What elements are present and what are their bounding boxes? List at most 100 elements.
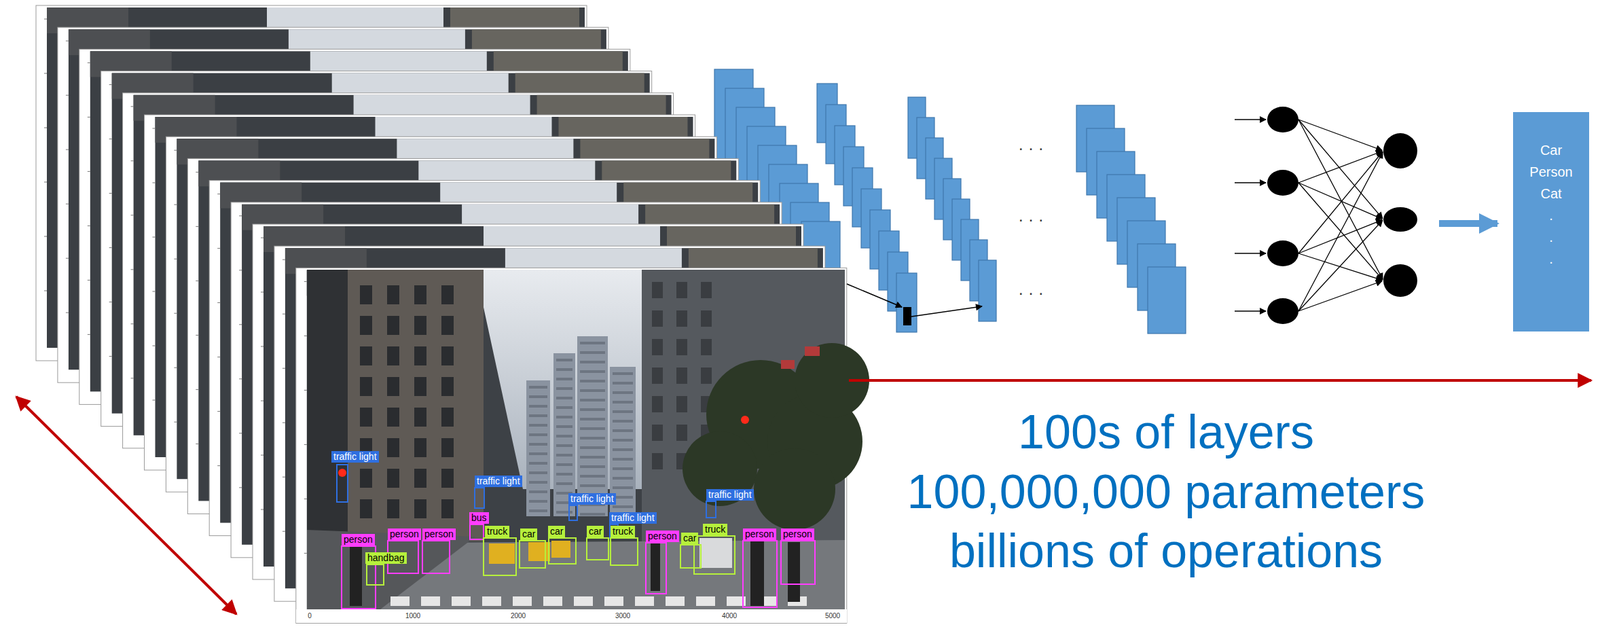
window [612,372,633,375]
axis-tick-mark [87,334,91,335]
window [676,310,688,327]
axis-tick-mark [44,290,47,292]
axis-tick-mark [282,531,286,532]
crosswalk-stripe [604,596,624,606]
window [676,395,688,413]
window [387,407,400,427]
window [529,395,548,398]
building [306,269,348,555]
axis-tick: 3000 [615,611,631,621]
photo [306,269,845,610]
weight-line [1298,220,1383,254]
window [612,410,633,413]
axis-tick-mark [109,301,113,303]
window [612,438,633,442]
window [359,315,373,335]
window [612,448,633,451]
window [387,285,400,305]
pedestrian [750,537,765,606]
window [651,281,663,299]
bounding-box [610,537,638,566]
window [441,407,454,427]
bounding-box [366,564,384,585]
window [651,395,663,413]
window [579,417,606,421]
window [556,463,573,466]
bounding-box [483,537,517,576]
window [579,408,606,411]
window [529,404,548,408]
window [556,444,573,447]
axis-tick-mark [173,367,177,369]
window [676,424,688,441]
window [359,499,373,519]
window [612,486,633,489]
window [579,389,606,392]
weight-line [1298,119,1383,280]
bounding-box [469,524,484,540]
window [612,391,633,394]
window [579,427,606,430]
axis-tick-mark [87,225,91,227]
window [441,376,454,396]
ellipsis: · · · [1017,139,1044,157]
axis-tick-mark [44,19,47,20]
tree [682,431,758,506]
pedestrian [787,541,800,602]
window [414,376,427,396]
neuron [1267,240,1299,267]
skyscraper [553,353,576,517]
axis-tick-mark [239,215,242,216]
window [579,446,606,449]
window [556,434,573,438]
axis-tick-mark [260,400,264,402]
axis-tick-mark [173,150,177,151]
detection-label: bus [469,512,489,524]
axis-tick-mark [195,171,199,173]
axis-tick-mark [131,160,134,161]
axis-tick-mark [44,127,47,129]
window [529,499,548,503]
window [579,398,606,402]
input-arrow [1234,310,1266,312]
window [556,358,573,362]
bounding-box [645,542,667,594]
axis-tick-mark [260,292,264,293]
leader-arrow [846,283,902,307]
axis-tick-mark [131,105,134,107]
window [651,338,663,356]
taxi [528,541,551,561]
axis-tick: 4000 [721,611,737,621]
detection-label: person [422,528,456,540]
weight-line [1298,220,1383,312]
window [556,425,573,428]
window [579,455,606,459]
axis-tick-mark [304,281,307,282]
axis-tick: 0 [307,611,312,621]
skyscraper [526,380,551,517]
axis-tick-mark [239,323,242,325]
window [612,381,633,385]
crosswalk-stripe [390,596,410,606]
axis-tick-mark [65,258,69,259]
neuron [1383,264,1418,297]
axis-tick-mark [44,182,47,183]
window [441,346,454,366]
window [556,453,573,457]
axis-tick-mark [65,149,69,151]
axis-tick-mark [152,345,156,347]
traffic-light-lamp [740,415,750,424]
window [556,415,573,419]
headline-text: 100,000,000 parameters [840,467,1493,516]
window [612,476,633,480]
axis-tick-mark [304,335,307,337]
taxi [488,543,515,564]
window [579,360,606,364]
crosswalk-stripe [543,596,563,606]
window [414,499,427,519]
axis-tick-mark [239,486,242,488]
detection-label: traffic light [474,475,523,487]
window [359,376,373,396]
detection-label: person [742,528,777,540]
axis-tick-mark [195,280,199,282]
